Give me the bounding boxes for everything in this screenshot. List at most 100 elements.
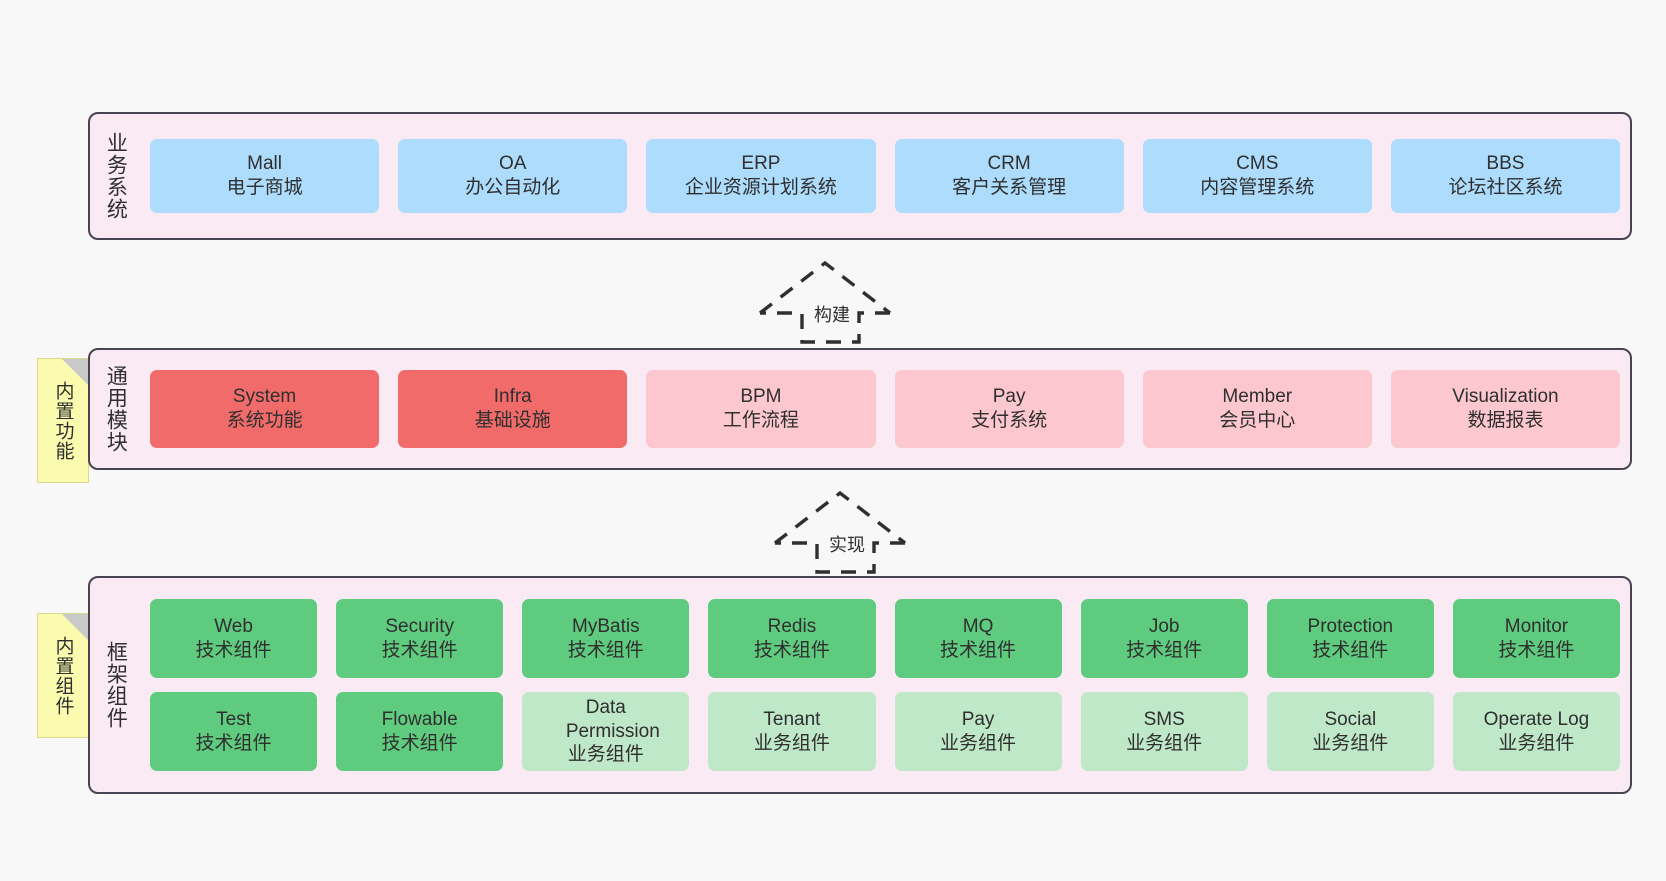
card-erp-subtitle: 企业资源计划系统 (684, 177, 837, 198)
card-erp-title: ERP (741, 153, 781, 175)
card-redis[interactable]: Redis 技术组件 (708, 599, 876, 678)
card-test[interactable]: Test 技术组件 (150, 692, 318, 771)
layer-body-business-system: Mall 电子商城 OA 办公自动化 ERP 企业资源计划系统 CRM 客户关系… (140, 114, 1630, 238)
card-cms-subtitle: 内容管理系统 (1200, 177, 1315, 198)
sticky-fold-icon (62, 359, 88, 385)
layer-title-common-module: 通用模块 (104, 365, 128, 453)
card-monitor-subtitle: 技术组件 (1498, 639, 1575, 661)
card-mybatis-title: MyBatis (572, 615, 640, 637)
card-protection-title: Protection (1307, 615, 1394, 637)
card-bbs[interactable]: BBS 论坛社区系统 (1390, 139, 1621, 213)
connector-implement: 实现 (770, 488, 930, 576)
card-bbs-title: BBS (1486, 153, 1525, 175)
connector-build-arrow (758, 260, 892, 344)
card-pay-module-subtitle: 支付系统 (971, 410, 1048, 431)
card-security[interactable]: Security 技术组件 (336, 599, 504, 678)
card-test-subtitle: 技术组件 (195, 732, 272, 754)
layer-body-common-module: System 系统功能 Infra 基础设施 BPM 工作流程 Pay 支付系统… (140, 350, 1630, 468)
card-pay-component[interactable]: Pay 业务组件 (894, 692, 1062, 771)
card-visualization[interactable]: Visualization 数据报表 (1390, 370, 1621, 448)
card-protection[interactable]: Protection 技术组件 (1266, 599, 1434, 678)
card-infra-title: Infra (493, 386, 532, 408)
layer-title-framework-component: 框架组件 (104, 641, 128, 729)
card-operate-log-subtitle: 业务组件 (1498, 732, 1575, 754)
card-redis-subtitle: 技术组件 (753, 639, 830, 661)
card-data-permission[interactable]: Data Permission 业务组件 (522, 692, 690, 771)
card-web-subtitle: 技术组件 (195, 639, 272, 661)
card-oa[interactable]: OA 办公自动化 (398, 139, 628, 213)
card-security-title: Security (385, 615, 454, 637)
card-monitor[interactable]: Monitor 技术组件 (1452, 599, 1620, 678)
card-job-subtitle: 技术组件 (1126, 639, 1203, 661)
card-security-subtitle: 技术组件 (381, 639, 458, 661)
card-crm[interactable]: CRM 客户关系管理 (894, 139, 1124, 213)
card-sms-title: SMS (1143, 708, 1185, 730)
card-pay-component-title: Pay (961, 708, 995, 730)
card-mq-title: MQ (962, 615, 994, 637)
card-bpm-subtitle: 工作流程 (722, 410, 799, 431)
card-pay-module[interactable]: Pay 支付系统 (894, 370, 1124, 448)
card-flowable[interactable]: Flowable 技术组件 (336, 692, 504, 771)
layer-framework-component: 框架组件 Web 技术组件 Security 技术组件 MyBatis 技术组件… (88, 576, 1632, 794)
card-tenant[interactable]: Tenant 业务组件 (708, 692, 876, 771)
sticky-builtin-function: 内置功能 (37, 358, 89, 483)
layer-business-system: 业务系统 Mall 电子商城 OA 办公自动化 ERP 企业资源计划系统 CRM (88, 112, 1632, 240)
card-member[interactable]: Member 会员中心 (1142, 370, 1372, 448)
card-infra[interactable]: Infra 基础设施 (398, 370, 628, 448)
common-module-row: System 系统功能 Infra 基础设施 BPM 工作流程 Pay 支付系统… (150, 370, 1621, 448)
card-pay-component-subtitle: 业务组件 (940, 732, 1017, 754)
layer-title-business-system: 业务系统 (104, 132, 128, 220)
card-oa-title: OA (499, 153, 527, 175)
card-mall[interactable]: Mall 电子商城 (150, 139, 380, 213)
connector-implement-label: 实现 (829, 535, 865, 555)
card-operate-log-title: Operate Log (1483, 708, 1590, 730)
card-monitor-title: Monitor (1504, 615, 1569, 637)
card-redis-title: Redis (767, 615, 817, 637)
card-web-title: Web (214, 615, 253, 637)
card-cms[interactable]: CMS 内容管理系统 (1142, 139, 1372, 213)
card-infra-subtitle: 基础设施 (474, 410, 551, 431)
sticky-builtin-function-label: 内置功能 (52, 380, 74, 461)
card-cms-title: CMS (1236, 153, 1279, 175)
layer-body-framework-component: Web 技术组件 Security 技术组件 MyBatis 技术组件 Redi… (140, 578, 1630, 792)
card-system-title: System (232, 386, 297, 408)
card-operate-log[interactable]: Operate Log 业务组件 (1452, 692, 1620, 771)
card-bbs-subtitle: 论坛社区系统 (1448, 177, 1563, 198)
card-mq[interactable]: MQ 技术组件 (894, 599, 1062, 678)
sticky-builtin-component-label: 内置组件 (52, 635, 74, 716)
card-tenant-subtitle: 业务组件 (753, 732, 830, 754)
card-erp[interactable]: ERP 企业资源计划系统 (646, 139, 876, 213)
card-bpm[interactable]: BPM 工作流程 (646, 370, 876, 448)
card-mq-subtitle: 技术组件 (940, 639, 1017, 661)
card-social[interactable]: Social 业务组件 (1266, 692, 1434, 771)
card-system-subtitle: 系统功能 (226, 410, 303, 431)
card-data-permission-title: Data Permission (565, 696, 660, 742)
card-visualization-title: Visualization (1452, 386, 1559, 408)
card-tenant-title: Tenant (763, 708, 821, 730)
card-job-title: Job (1148, 615, 1180, 637)
card-member-subtitle: 会员中心 (1219, 410, 1296, 431)
card-crm-title: CRM (987, 153, 1031, 175)
card-mybatis[interactable]: MyBatis 技术组件 (522, 599, 690, 678)
card-visualization-subtitle: 数据报表 (1467, 410, 1544, 431)
card-system[interactable]: System 系统功能 (150, 370, 380, 448)
card-oa-subtitle: 办公自动化 (465, 177, 561, 198)
framework-tech-row: Web 技术组件 Security 技术组件 MyBatis 技术组件 Redi… (150, 599, 1620, 678)
sticky-fold-icon-2 (62, 614, 88, 640)
card-member-title: Member (1222, 386, 1293, 408)
connector-build-label: 构建 (814, 305, 850, 325)
card-protection-subtitle: 技术组件 (1312, 639, 1389, 661)
card-crm-subtitle: 客户关系管理 (952, 177, 1067, 198)
card-mall-subtitle: 电子商城 (226, 177, 303, 198)
card-mybatis-subtitle: 技术组件 (567, 639, 644, 661)
sticky-builtin-component: 内置组件 (37, 613, 89, 738)
card-flowable-title: Flowable (381, 708, 458, 730)
card-web[interactable]: Web 技术组件 (150, 599, 318, 678)
business-system-row: Mall 电子商城 OA 办公自动化 ERP 企业资源计划系统 CRM 客户关系… (150, 139, 1621, 213)
card-sms[interactable]: SMS 业务组件 (1080, 692, 1248, 771)
card-job[interactable]: Job 技术组件 (1080, 599, 1248, 678)
framework-business-row: Test 技术组件 Flowable 技术组件 Data Permission … (150, 692, 1620, 771)
card-test-title: Test (216, 708, 251, 730)
card-social-subtitle: 业务组件 (1312, 732, 1389, 754)
